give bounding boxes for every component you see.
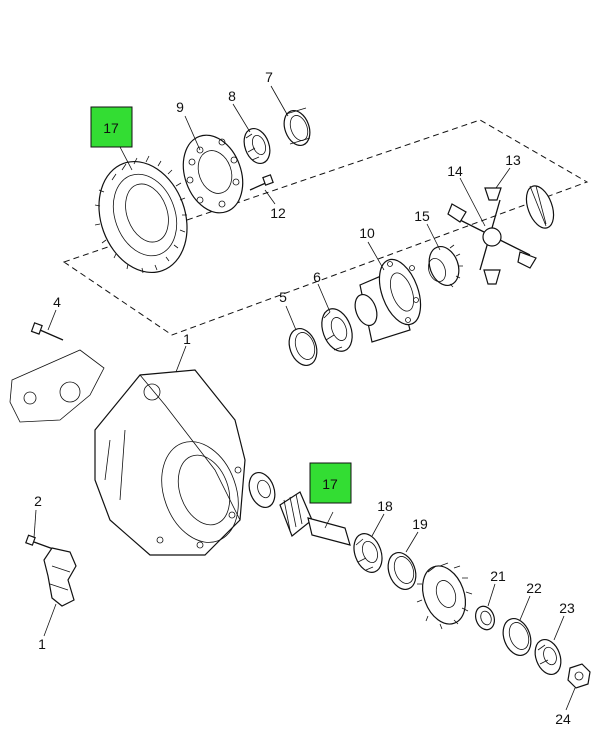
differential-case-half[interactable] [173, 127, 253, 221]
bearing-cup-lower[interactable] [284, 325, 321, 370]
side-gear-right[interactable] [521, 182, 559, 232]
case-bolt[interactable] [249, 174, 274, 191]
highlight-box-ring-gear[interactable] [90, 106, 133, 148]
callout-14: 14 [447, 163, 463, 179]
callout-18: 18 [377, 498, 393, 514]
callout-6: 6 [313, 269, 321, 285]
highlight-box-drive-pinion[interactable] [309, 462, 352, 504]
callout-13: 13 [505, 152, 521, 168]
callout-22: 22 [526, 580, 542, 596]
callout-12: 12 [270, 205, 286, 221]
callout-2: 2 [34, 493, 42, 509]
subassembly-boundary [62, 119, 589, 336]
callout-17-drive-pinion: 17 [322, 476, 338, 492]
callout-9: 9 [176, 99, 184, 115]
bearing-cone-lower[interactable] [316, 305, 357, 356]
callout-23: 23 [559, 600, 575, 616]
ring-gear[interactable] [84, 149, 202, 285]
bearing-cone-pinion[interactable] [531, 636, 566, 678]
callout-4: 4 [53, 294, 61, 310]
thrust-washer[interactable] [472, 604, 497, 633]
mounting-bracket[interactable] [9, 349, 105, 423]
callout-21: 21 [490, 568, 506, 584]
spacer-ring[interactable] [383, 549, 420, 594]
differential-spider[interactable] [459, 199, 531, 271]
bracket-bolt[interactable] [30, 322, 64, 341]
callout-5: 5 [279, 289, 287, 305]
bracket-bolt-lower[interactable] [25, 534, 57, 551]
bearing-cone-upper[interactable] [240, 125, 275, 167]
side-gear[interactable] [424, 242, 464, 289]
pinion-bearing-inner[interactable] [245, 469, 280, 511]
bearing-cup-pinion[interactable] [498, 615, 535, 660]
drive-pinion[interactable] [279, 491, 351, 546]
callout-19: 19 [412, 516, 428, 532]
callout-15: 15 [414, 208, 430, 224]
lower-bracket[interactable] [43, 547, 77, 607]
callout-1-housing: 1 [183, 331, 191, 347]
callout-7: 7 [265, 69, 273, 85]
pinion-bearing-outer[interactable] [349, 530, 387, 576]
callout-17-ring-gear: 17 [103, 120, 119, 136]
callout-24: 24 [555, 711, 571, 727]
leader-lines [33, 85, 576, 711]
differential-case[interactable] [351, 254, 428, 343]
bearing-cup-upper[interactable] [280, 107, 315, 149]
spider-pinion-gear[interactable] [447, 187, 537, 285]
helical-gear[interactable] [415, 560, 473, 630]
callout-8: 8 [228, 88, 236, 104]
callout-1-bracket: 1 [38, 636, 46, 652]
pinion-nut[interactable] [567, 663, 591, 689]
callout-10: 10 [359, 225, 375, 241]
carrier-housing[interactable] [94, 369, 252, 556]
